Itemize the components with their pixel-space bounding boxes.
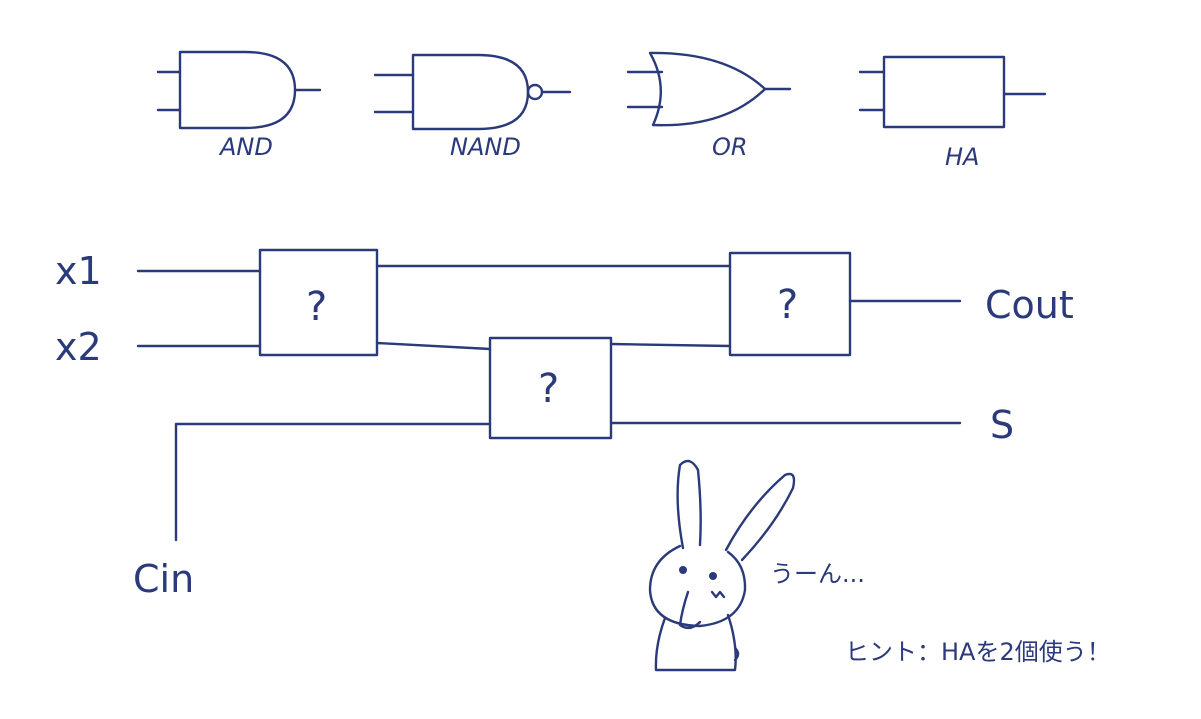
output-cout-label: Cout: [985, 283, 1074, 327]
ha-block-symbol: [882, 55, 1006, 129]
legend-ha: HA: [858, 55, 1047, 171]
unknown-block-1: [258, 248, 379, 357]
unknown-block-3: [728, 251, 852, 357]
rabbit-left-eye: [679, 566, 687, 574]
nand-bubble: [526, 83, 544, 101]
rabbit-head: [648, 544, 747, 628]
input-x2-label: x2: [55, 325, 102, 369]
legend-or: OR: [626, 51, 792, 161]
full-adder-circuit: x1 x2 ? ? ? Cout S Cin: [55, 248, 1074, 601]
rabbit-thought-text: うーん...: [770, 560, 865, 588]
wire-cin-to-block2: [174, 422, 492, 542]
rabbit-mouth: [710, 590, 726, 599]
legend-and: AND: [156, 50, 322, 161]
rabbit-body: [654, 613, 737, 672]
input-x1-label: x1: [55, 249, 102, 293]
rabbit-right-ear: [724, 472, 796, 562]
input-cin-label: Cin: [133, 557, 194, 601]
or-gate-symbol: [648, 51, 767, 127]
and-label: AND: [218, 133, 273, 161]
rabbit-illustration: うーん... ヒント：HAを2個使う！: [648, 459, 1111, 672]
rabbit-left-ear: [676, 459, 702, 550]
output-s-label: S: [990, 403, 1014, 447]
or-label: OR: [712, 133, 748, 161]
wire-block1-to-block2: [375, 341, 492, 351]
and-gate-symbol: [178, 50, 297, 130]
unknown-block-3-mark: ?: [777, 282, 798, 328]
rabbit-paw: [678, 590, 702, 630]
legend-nand: NAND: [373, 53, 572, 161]
unknown-block-2-mark: ?: [538, 366, 559, 412]
nand-label: NAND: [450, 133, 521, 161]
rabbit-tail: [733, 646, 740, 662]
hint-text: ヒント：HAを2個使う！: [845, 638, 1111, 666]
nand-gate-symbol: [411, 53, 530, 131]
wire-block2-to-block3: [609, 342, 732, 348]
unknown-block-2: [488, 336, 613, 440]
rabbit-right-eye: [709, 572, 717, 580]
unknown-block-1-mark: ?: [306, 284, 327, 330]
ha-label: HA: [945, 143, 979, 171]
